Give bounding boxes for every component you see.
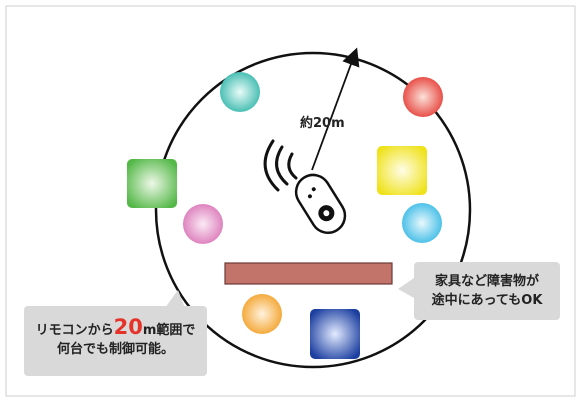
device-orange-ball [242, 294, 282, 334]
distance-label: 約20m [300, 116, 345, 131]
device-pink-ball [183, 204, 223, 244]
device-red-ball [403, 77, 443, 117]
callout-left-number: 20 [113, 315, 143, 339]
callout-right-line2: 途中にあってもOK [431, 293, 543, 308]
signal-waves-icon [263, 139, 298, 192]
callout-left-pre: リモコンから [35, 323, 114, 338]
callout-obstacle-note: 家具など障害物が 途中にあってもOK [414, 262, 560, 320]
range-arrow [311, 47, 360, 171]
page-border [5, 5, 576, 397]
device-blue-cube [310, 309, 360, 359]
callout-left-post: m範囲で [142, 323, 196, 338]
remote-control-icon [294, 173, 347, 234]
callout-range-note: リモコンから20m範囲で 何台でも制御可能。 [24, 306, 207, 376]
callout-left-line1: リモコンから20m範囲で [24, 315, 207, 340]
callout-right-pointer [398, 278, 414, 298]
callout-left-line2: 何台でも制御可能。 [56, 342, 174, 357]
obstacle-bar [224, 262, 393, 285]
device-yellow-cube [377, 146, 427, 195]
callout-right-line1: 家具など障害物が [434, 274, 539, 289]
device-teal-ball [220, 72, 260, 112]
device-cyan-ball [402, 203, 442, 243]
device-green-cube [127, 159, 177, 208]
callout-left-pointer [165, 290, 185, 308]
